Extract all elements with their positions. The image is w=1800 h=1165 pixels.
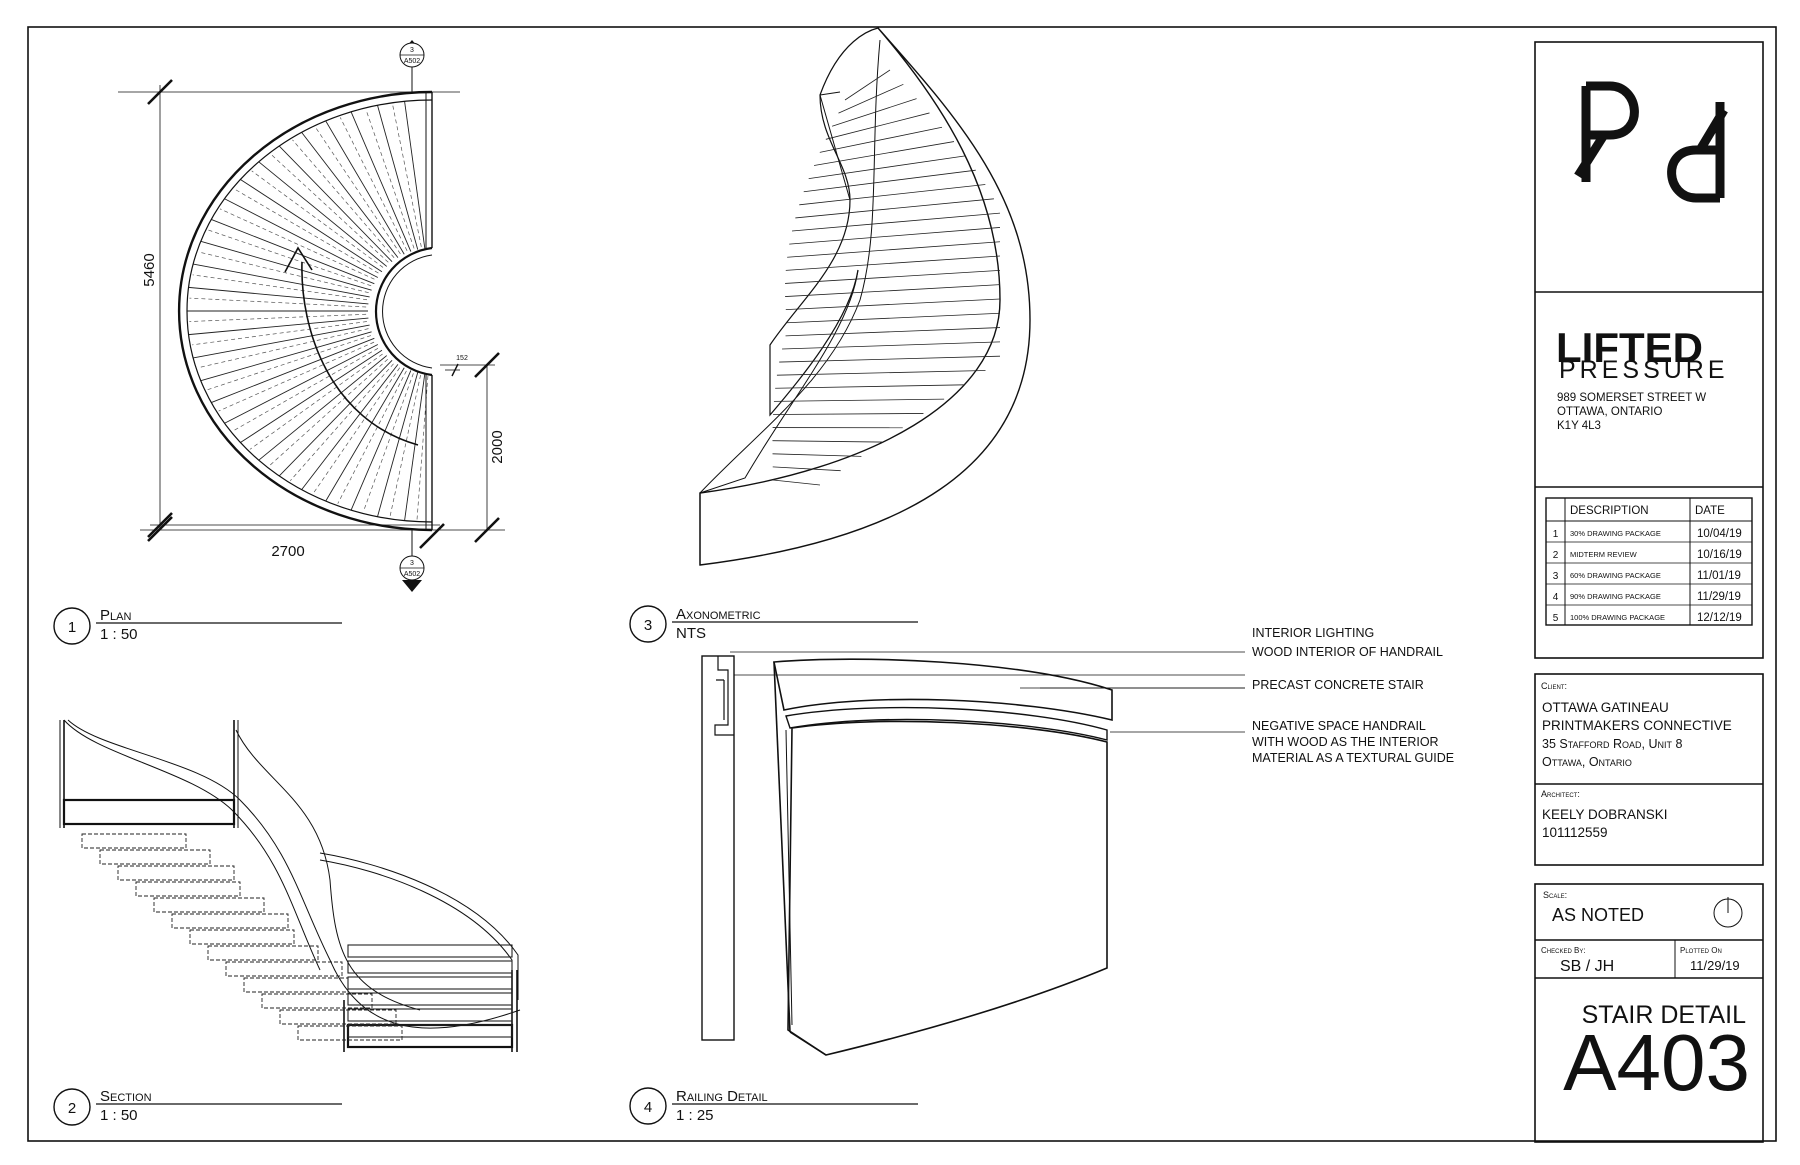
revision-row: 5 100% DRAWING PACKAGE 12/12/19 [1553, 612, 1742, 624]
title-block: LIFTED PRESSURE 989 SOMERSET STREET W OT… [1534, 41, 1764, 1143]
plan-title: Plan [100, 607, 131, 624]
revision-date: 12/12/19 [1697, 612, 1742, 624]
client-address-line2: Ottawa, Ontario [1542, 755, 1632, 769]
revision-header-date: DATE [1695, 505, 1725, 517]
svg-text:3: 3 [644, 617, 652, 634]
plotted-on-label: Plotted On [1680, 946, 1722, 955]
north-arrow-icon [1713, 897, 1743, 928]
svg-text:3: 3 [410, 47, 414, 54]
checked-by-value: SB / JH [1560, 958, 1614, 975]
svg-text:1: 1 [68, 619, 76, 636]
railing-title: Railing Detail [676, 1088, 768, 1105]
revision-row: 1 30% DRAWING PACKAGE 10/04/19 [1553, 528, 1742, 540]
view-title-section: 2 Section 1 : 50 [53, 1088, 342, 1126]
company-name-line1: LIFTED [1556, 324, 1703, 371]
railing-scale: 1 : 25 [676, 1107, 714, 1124]
plan-dim-opening: 2000 [489, 430, 506, 463]
sheet-number: A403 [1563, 1018, 1750, 1107]
axonometric-title: Axonometric [676, 606, 761, 623]
svg-text:2: 2 [68, 1100, 76, 1117]
plan-inner-well [374, 246, 433, 377]
railing-detail-view [701, 651, 1245, 1056]
architect-name: KEELY DOBRANSKI [1542, 807, 1668, 822]
sheet-border [27, 26, 1777, 1142]
scale-label: Scale: [1543, 890, 1567, 900]
client-label: Client: [1541, 681, 1567, 691]
svg-text:3: 3 [410, 560, 414, 567]
section-steps [81, 833, 513, 1041]
company-address-line3: K1Y 4L3 [1557, 420, 1601, 432]
revision-description: 60% DRAWING PACKAGE [1570, 571, 1661, 580]
revision-table: DESCRIPTION DATE 1 30% DRAWING PACKAGE 10/… [1545, 497, 1753, 626]
plan-dim-width: 2700 [271, 543, 304, 560]
checked-by-label: Checked By: [1541, 946, 1586, 955]
revision-date: 10/04/19 [1697, 528, 1742, 540]
sheet-title: STAIR DETAIL [1582, 1001, 1746, 1029]
plan-dim-height: 5460 [141, 253, 158, 286]
company-name-line2: PRESSURE [1559, 356, 1729, 384]
client-address-line1: 35 Stafford Road, Unit 8 [1542, 737, 1682, 751]
revision-description: 30% DRAWING PACKAGE [1570, 529, 1661, 538]
revision-description: 90% DRAWING PACKAGE [1570, 592, 1661, 601]
rr-logo [1574, 81, 1728, 203]
svg-text:4: 4 [644, 1099, 652, 1116]
revision-date: 11/01/19 [1697, 570, 1741, 582]
scale-value: AS NOTED [1552, 905, 1644, 925]
svg-text:A502: A502 [404, 571, 420, 578]
railing-callouts: INTERIOR LIGHTING WOOD INTERIOR OF HANDR… [1252, 626, 1454, 765]
revision-number: 2 [1553, 550, 1559, 561]
section-title: Section [100, 1088, 152, 1105]
revision-number: 1 [1553, 529, 1559, 540]
company-address-line1: 989 SOMERSET STREET W [1557, 392, 1706, 404]
callout-interior-lighting: INTERIOR LIGHTING [1252, 626, 1374, 640]
plan-stair-treads [187, 101, 429, 521]
callout-negative-space-line1: NEGATIVE SPACE HANDRAIL [1252, 719, 1426, 733]
callout-negative-space-line2: WITH WOOD AS THE INTERIOR [1252, 735, 1439, 749]
axonometric-treads [772, 69, 1001, 486]
revision-description: MIDTERM REVIEW [1570, 550, 1638, 559]
revision-number: 4 [1553, 592, 1559, 603]
client-name-line1: OTTAWA GATINEAU [1542, 700, 1669, 715]
revision-number: 3 [1553, 571, 1559, 582]
plan-outer-stringer [177, 90, 433, 532]
section-scale: 1 : 50 [100, 1107, 138, 1124]
axonometric-scale: NTS [676, 625, 706, 642]
callout-negative-space-line3: MATERIAL AS A TEXTURAL GUIDE [1252, 751, 1454, 765]
callout-precast-concrete: PRECAST CONCRETE STAIR [1252, 678, 1424, 692]
revision-row: 2 MIDTERM REVIEW 10/16/19 [1553, 549, 1742, 561]
plan-scale: 1 : 50 [100, 626, 138, 643]
revision-number: 5 [1553, 613, 1559, 624]
view-title-railing: 4 Railing Detail 1 : 25 [629, 1087, 918, 1125]
plan-view: 5460 2700 2000 152 3 A502 3 A502 [118, 40, 506, 592]
view-title-axonometric: 3 Axonometric NTS [629, 605, 918, 643]
revision-row: 3 60% DRAWING PACKAGE 11/01/19 [1553, 570, 1741, 582]
client-name-line2: PRINTMAKERS CONNECTIVE [1542, 718, 1732, 733]
callout-wood-interior: WOOD INTERIOR OF HANDRAIL [1252, 645, 1443, 659]
revision-description: 100% DRAWING PACKAGE [1570, 613, 1665, 622]
revision-date: 11/29/19 [1697, 591, 1741, 603]
revision-date: 10/16/19 [1697, 549, 1742, 561]
plan-direction-arrow [301, 261, 419, 446]
section-marker-bottom: 3 A502 [399, 530, 425, 592]
section-marker-top: 3 A502 [399, 40, 425, 92]
company-address-line2: OTTAWA, ONTARIO [1557, 406, 1662, 418]
view-title-plan: 1 Plan 1 : 50 [53, 607, 342, 645]
axonometric-view [699, 27, 1031, 566]
architect-id: 101112559 [1542, 825, 1608, 840]
svg-text:A502: A502 [404, 58, 420, 65]
plan-dim-small: 152 [456, 355, 468, 362]
revision-header-description: DESCRIPTION [1570, 505, 1649, 517]
plotted-on-value: 11/29/19 [1690, 958, 1740, 973]
section-view [59, 719, 521, 1052]
revision-row: 4 90% DRAWING PACKAGE 11/29/19 [1553, 591, 1741, 603]
architect-label: Architect: [1541, 789, 1580, 799]
